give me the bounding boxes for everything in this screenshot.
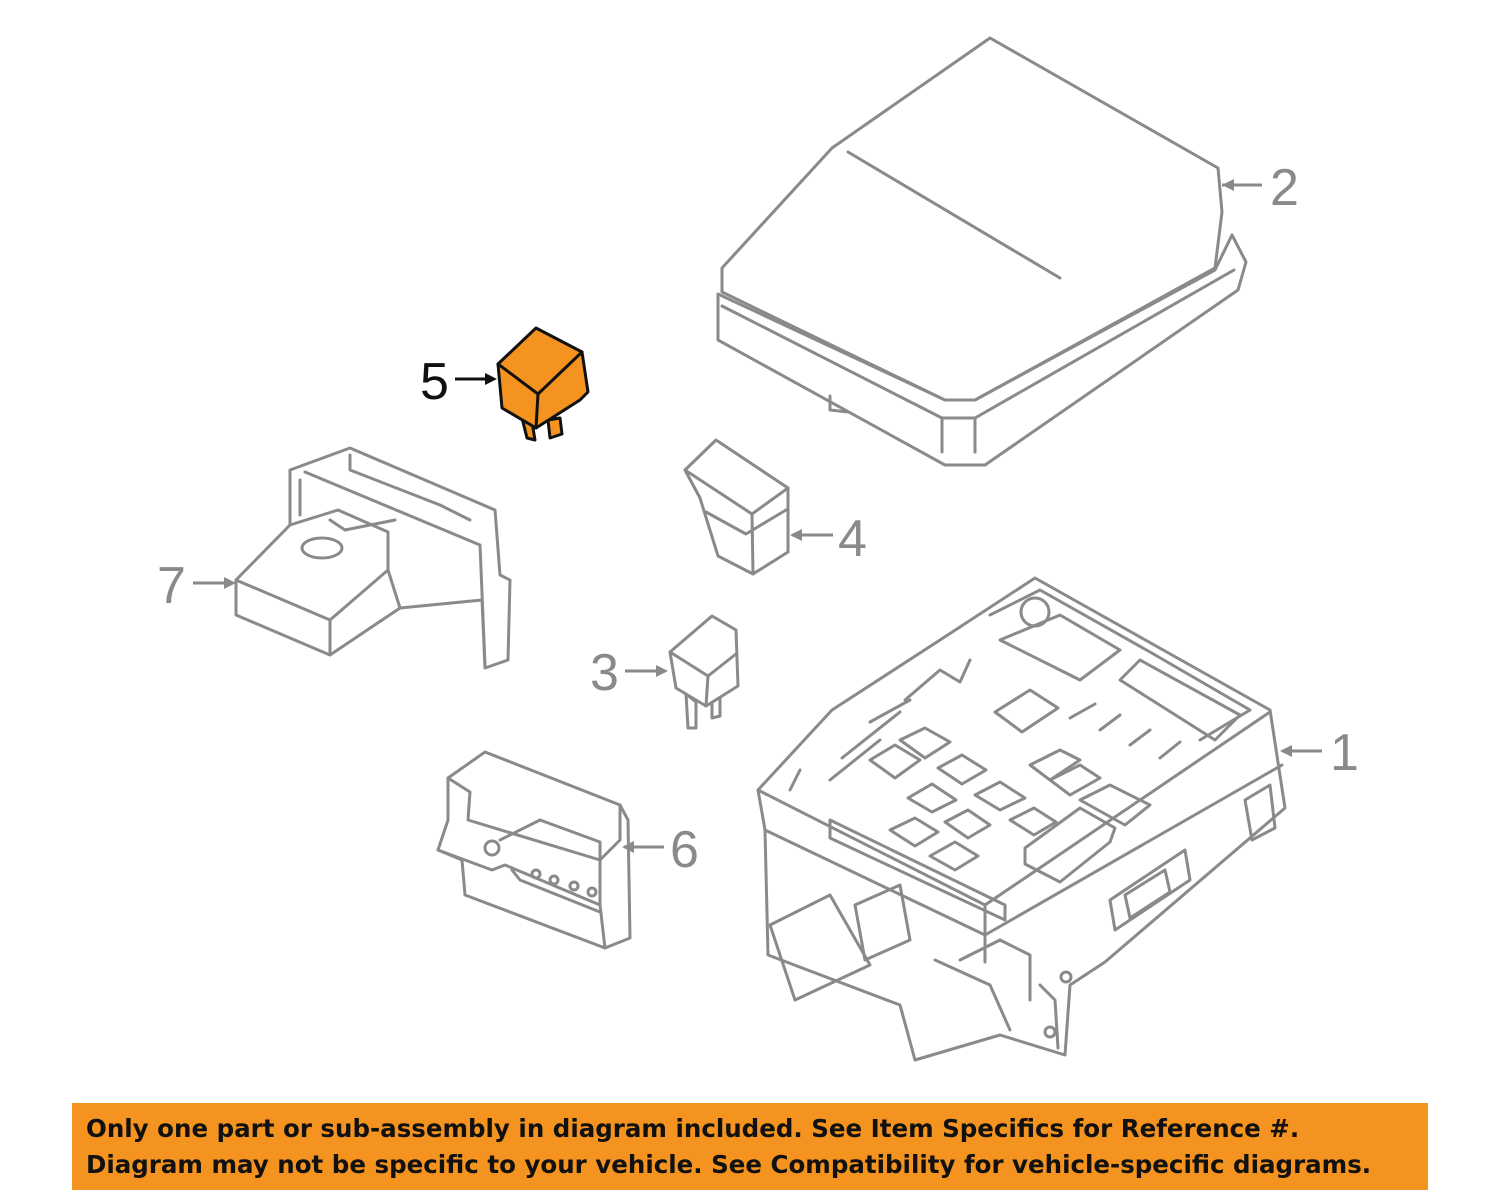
- disclaimer-banner: Only one part or sub-assembly in diagram…: [72, 1103, 1428, 1190]
- part-7-terminal-block: [234, 446, 512, 670]
- part-3-fuse: [668, 614, 740, 730]
- leader-arrows: [193, 179, 1322, 853]
- part-4-relay: [683, 438, 790, 576]
- part-2-cover: [716, 36, 1248, 467]
- callout-1: 1: [1330, 724, 1359, 782]
- callout-6: 6: [670, 821, 699, 879]
- part-5-relay: [496, 326, 590, 442]
- callout-4: 4: [838, 510, 867, 568]
- callout-5: 5: [420, 353, 449, 411]
- parts-diagram: 1 2 3 4 5 6 7: [157, 36, 1359, 1062]
- callout-3: 3: [590, 644, 619, 702]
- part-1-fuse-box: [756, 576, 1287, 1062]
- disclaimer-line-1: Only one part or sub-assembly in diagram…: [86, 1114, 1300, 1143]
- part-6-bracket: [436, 750, 632, 950]
- disclaimer-line-2: Diagram may not be specific to your vehi…: [86, 1150, 1372, 1179]
- callout-2: 2: [1270, 159, 1299, 217]
- callout-7: 7: [157, 557, 186, 615]
